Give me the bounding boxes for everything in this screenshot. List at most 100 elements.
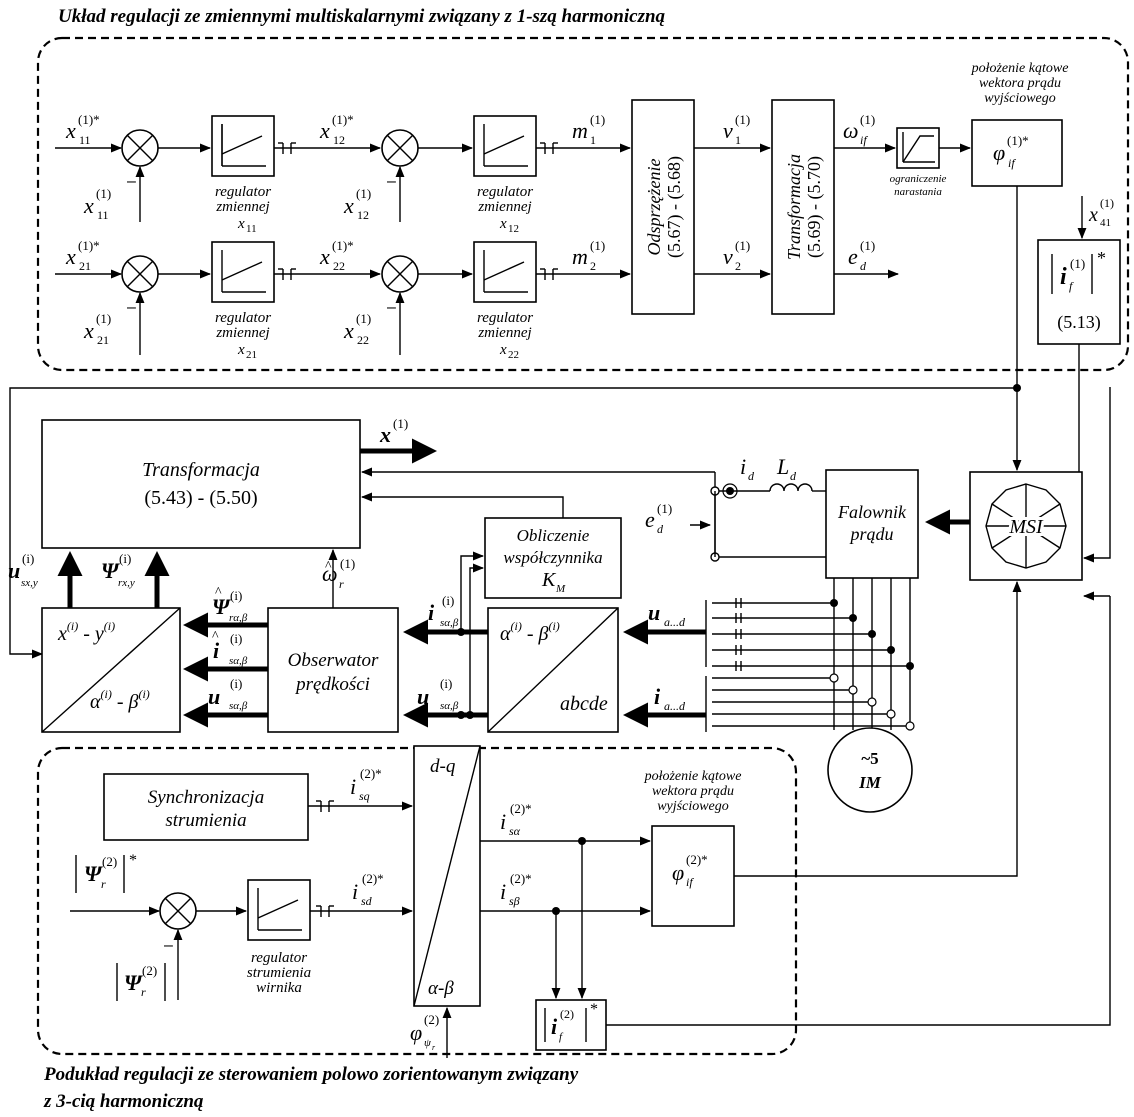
svg-text:r: r xyxy=(432,1043,436,1052)
svg-text:^: ^ xyxy=(325,559,332,574)
svg-text:if: if xyxy=(686,875,694,889)
svg-text:if: if xyxy=(1008,156,1016,170)
top-row-2: x (1)* 21 – x (1) 21 regulator zmiennej … xyxy=(55,238,632,361)
regulator-x11-label: regulator xyxy=(215,184,271,200)
svg-text:(2): (2) xyxy=(142,963,157,978)
svg-text:(1): (1) xyxy=(356,311,371,326)
svg-text:i: i xyxy=(428,600,435,625)
svg-text:(5.67) - (5.68): (5.67) - (5.68) xyxy=(664,156,685,258)
transformation-label: Transformacja xyxy=(784,154,804,260)
svg-text:*: * xyxy=(1097,248,1106,268)
svg-text:22: 22 xyxy=(357,333,369,347)
bottom-title-line2: z 3-cią harmoniczną xyxy=(43,1091,204,1112)
svg-text:wirnika: wirnika xyxy=(256,980,302,996)
msi-label: MSI xyxy=(1008,516,1044,538)
svg-text:x: x xyxy=(83,193,94,218)
svg-text:M: M xyxy=(555,583,566,595)
inductor-icon xyxy=(769,483,813,492)
svg-text:1: 1 xyxy=(735,133,741,147)
svg-text:i: i xyxy=(1060,264,1067,290)
flux-sync-block xyxy=(103,773,309,841)
svg-text:rx,y: rx,y xyxy=(118,577,135,589)
svg-text:1: 1 xyxy=(590,133,596,147)
top-title: Układ regulacji ze zmiennymi multiskalar… xyxy=(58,6,666,27)
svg-text:(2): (2) xyxy=(102,854,117,869)
magnitude-if2-block xyxy=(535,999,607,1051)
induction-motor-icon xyxy=(827,727,913,813)
top-subsystem-frame xyxy=(36,36,1130,372)
svg-text:wyjściowego: wyjściowego xyxy=(984,91,1056,106)
regulator-x12-label: regulator xyxy=(477,184,533,200)
svg-text:12: 12 xyxy=(333,133,345,147)
svg-text:22: 22 xyxy=(333,259,345,273)
svg-text:*: * xyxy=(129,852,137,869)
svg-text:i: i xyxy=(213,638,220,663)
svg-text:(1): (1) xyxy=(735,112,750,127)
svg-text:zmiennej: zmiennej xyxy=(477,199,531,215)
svg-text:(5.43) - (5.50): (5.43) - (5.50) xyxy=(144,487,257,509)
svg-text:sα,β: sα,β xyxy=(229,655,248,667)
svg-text:(1)*: (1)* xyxy=(78,238,100,253)
angle-note-top: położenie kątowe xyxy=(971,61,1069,76)
svg-text:sq: sq xyxy=(359,789,370,803)
svg-text:(5.69) - (5.70): (5.69) - (5.70) xyxy=(804,156,825,258)
minus-sign: – xyxy=(127,173,136,190)
svg-text:ψ: ψ xyxy=(424,1037,431,1049)
svg-text:d: d xyxy=(790,469,797,483)
svg-text:(1): (1) xyxy=(393,416,408,431)
svg-text:ω: ω xyxy=(322,561,338,586)
svg-text:(1): (1) xyxy=(860,112,875,127)
motor-name: IM xyxy=(858,773,882,792)
svg-text:x: x xyxy=(237,342,245,358)
svg-text:(1)*: (1)* xyxy=(332,238,354,253)
svg-text:(i): (i) xyxy=(442,593,454,608)
svg-text:sα,β: sα,β xyxy=(440,617,459,629)
svg-text:Ψ: Ψ xyxy=(84,861,103,886)
svg-text:Ψ: Ψ xyxy=(101,558,120,583)
transformation-5-43-block xyxy=(41,419,361,549)
svg-text:wektora prądu: wektora prądu xyxy=(652,784,734,799)
svg-text:x: x xyxy=(319,118,330,143)
svg-text:i: i xyxy=(551,1014,558,1039)
svg-text:–: – xyxy=(387,299,396,316)
svg-text:(1): (1) xyxy=(657,501,672,516)
svg-text:(1): (1) xyxy=(590,112,605,127)
svg-text:Ψ: Ψ xyxy=(124,970,143,995)
svg-text:(i): (i) xyxy=(440,676,452,691)
ramp-limiter-note: ograniczenie xyxy=(890,173,947,185)
svg-text:r: r xyxy=(339,577,344,591)
svg-text:d: d xyxy=(748,469,755,483)
svg-text:x: x xyxy=(379,422,391,447)
svg-text:φ: φ xyxy=(993,140,1005,165)
svg-text:Ψ: Ψ xyxy=(212,594,231,619)
svg-text:sα: sα xyxy=(509,824,521,838)
top-row-1: x (1)* 11 – x (1) 11 regulator zmiennej … xyxy=(55,112,632,235)
dq-label: d-q xyxy=(430,756,456,777)
svg-text:11: 11 xyxy=(79,133,91,147)
svg-text:r: r xyxy=(101,877,106,891)
svg-text:i: i xyxy=(352,879,358,904)
svg-text:2: 2 xyxy=(735,259,741,273)
svg-text:^: ^ xyxy=(212,629,219,644)
svg-text:(2): (2) xyxy=(424,1012,439,1027)
svg-text:(1)*: (1)* xyxy=(1007,133,1029,148)
svg-text:i: i xyxy=(500,879,506,904)
svg-text:f: f xyxy=(559,1031,564,1043)
svg-text:21: 21 xyxy=(79,259,91,273)
svg-text:zmiennej: zmiennej xyxy=(215,199,269,215)
magnitude-eq: (5.13) xyxy=(1057,312,1101,333)
svg-text:a...d: a...d xyxy=(664,699,686,713)
summing-junction-icon xyxy=(121,255,159,293)
svg-text:(1): (1) xyxy=(356,186,371,201)
svg-text:i: i xyxy=(350,774,356,799)
svg-text:x: x xyxy=(65,118,76,143)
svg-text:(2)*: (2)* xyxy=(510,801,532,816)
svg-text:strumienia: strumienia xyxy=(165,810,246,831)
svg-text:i: i xyxy=(654,684,661,709)
svg-text:prędkości: prędkości xyxy=(294,674,370,695)
svg-text:if: if xyxy=(860,133,868,147)
svg-text:41: 41 xyxy=(1100,217,1111,229)
svg-text:φ: φ xyxy=(672,860,684,885)
svg-text:ω: ω xyxy=(843,118,859,143)
